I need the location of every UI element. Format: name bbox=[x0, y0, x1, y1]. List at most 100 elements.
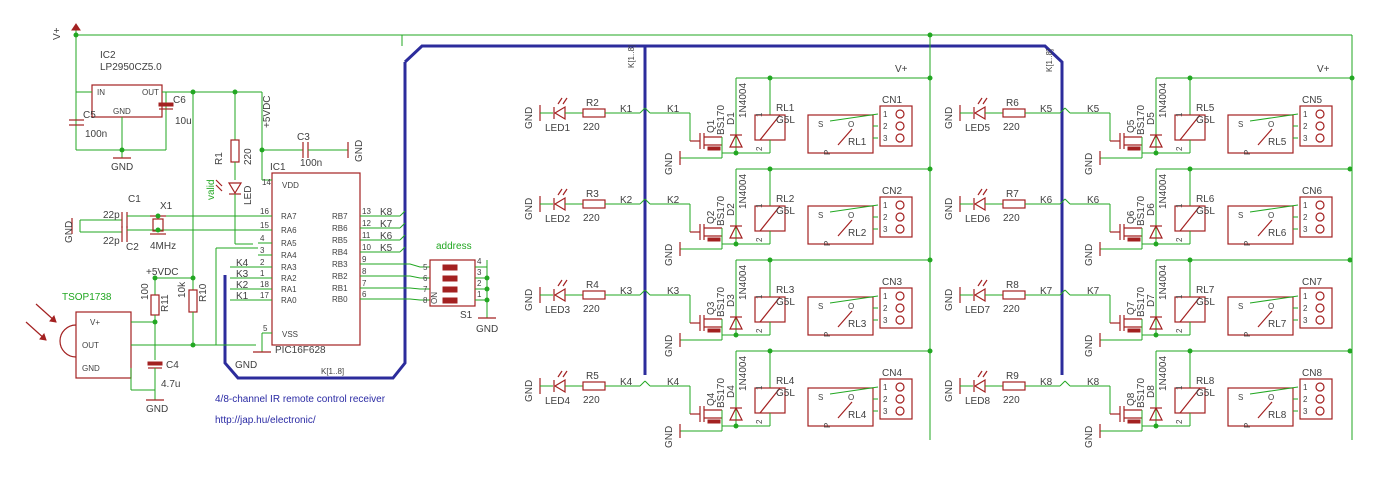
ic1-ref: IC1 bbox=[270, 162, 286, 173]
led-ray bbox=[982, 188, 988, 196]
led-ray bbox=[557, 97, 563, 105]
c4-val: 4.7u bbox=[161, 379, 180, 390]
diode-part: 1N4004 bbox=[1158, 174, 1169, 209]
led-ref: LED7 bbox=[965, 305, 990, 316]
mosfet-body bbox=[707, 146, 721, 151]
connector-pin-num: 2 bbox=[883, 395, 888, 404]
mcu-left-net-label: K1 bbox=[236, 291, 249, 302]
connector-pin bbox=[1315, 303, 1325, 313]
r1-valid-led bbox=[215, 92, 253, 245]
mcu-right-pin-name: RB6 bbox=[332, 224, 348, 233]
resistor-val: 220 bbox=[583, 213, 600, 224]
mcu-left-pin-num: 18 bbox=[260, 280, 269, 289]
mcu-left-pin-num: 1 bbox=[260, 269, 265, 278]
connector-ref: CN1 bbox=[882, 95, 902, 106]
relay-part: G5L bbox=[1196, 115, 1215, 126]
mcu-right-pin-num: 6 bbox=[362, 290, 367, 299]
x1-val: 4MHz bbox=[150, 241, 176, 252]
resistor-ref: R9 bbox=[1006, 371, 1019, 382]
diode-part: 1N4004 bbox=[738, 83, 749, 118]
wire bbox=[829, 113, 879, 122]
coil-pin2: 2 bbox=[1175, 419, 1184, 424]
resistor bbox=[1002, 108, 1026, 118]
junction bbox=[1153, 423, 1159, 429]
diode-body bbox=[729, 315, 743, 330]
net-label: K1 bbox=[620, 104, 633, 115]
bus-entry bbox=[1064, 107, 1071, 114]
connector-pin bbox=[1315, 200, 1325, 210]
relay-contact-ref: RL1 bbox=[848, 137, 867, 148]
connector bbox=[1299, 196, 1333, 238]
connector-pin-num: 2 bbox=[1303, 213, 1308, 222]
dip-ref: S1 bbox=[460, 310, 473, 321]
led-ref: LED4 bbox=[545, 396, 570, 407]
contact-arm bbox=[837, 128, 853, 146]
relay-ref: RL6 bbox=[1196, 194, 1215, 205]
mcu-left-pin-num: 4 bbox=[260, 234, 265, 243]
mosfet-part: BS170 bbox=[716, 287, 727, 317]
junction bbox=[927, 166, 933, 172]
connector bbox=[879, 287, 913, 329]
connector-pin-num: 2 bbox=[883, 304, 888, 313]
mcu-right-pin-num: 10 bbox=[362, 243, 371, 252]
resistor-ref: R4 bbox=[586, 280, 599, 291]
mcu-right-dip-wire bbox=[360, 298, 430, 301]
connector-pin-num: 3 bbox=[883, 134, 888, 143]
r10-val: 10k bbox=[177, 281, 188, 298]
regulator-ic2 bbox=[69, 84, 262, 159]
contact-o: O bbox=[1268, 211, 1274, 220]
junction bbox=[1153, 241, 1159, 247]
tsop-part: TSOP1738 bbox=[62, 292, 112, 303]
connector-pin bbox=[895, 382, 905, 392]
mosfet-part: BS170 bbox=[716, 105, 727, 135]
diode-ref: D4 bbox=[726, 385, 737, 398]
connector-ref: CN8 bbox=[1302, 368, 1322, 379]
mosfet-body bbox=[707, 237, 721, 242]
bus-label-left: K[1..8] bbox=[627, 45, 636, 68]
connector-pin bbox=[895, 212, 905, 222]
led-ray bbox=[557, 279, 563, 287]
dip-left-num: 7 bbox=[423, 285, 428, 294]
gnd-label: GND bbox=[664, 153, 675, 175]
bus-entry bbox=[644, 289, 651, 296]
bus-entry bbox=[644, 107, 651, 114]
relay-coil-diag bbox=[759, 296, 781, 323]
caption-url[interactable]: http://jap.hu/electronic/ bbox=[215, 415, 316, 426]
contact-o: O bbox=[848, 120, 854, 129]
resistor-ref: R8 bbox=[1006, 280, 1019, 291]
c3-ref: C3 bbox=[297, 132, 310, 143]
mcu-right-pin-name: RB1 bbox=[332, 284, 348, 293]
contact-arm bbox=[837, 219, 853, 237]
led-ray bbox=[562, 370, 568, 378]
relay-part: G5L bbox=[776, 115, 795, 126]
contact-arm bbox=[837, 401, 853, 419]
contact-s: S bbox=[818, 393, 823, 402]
relay-part: G5L bbox=[1196, 388, 1215, 399]
c2-val: 22p bbox=[103, 236, 120, 247]
net-label-right: K4 bbox=[667, 377, 680, 388]
diode-part: 1N4004 bbox=[738, 265, 749, 300]
resistor-val: 220 bbox=[1003, 304, 1020, 315]
diode-part: 1N4004 bbox=[738, 174, 749, 209]
mosfet-ref: Q8 bbox=[1126, 392, 1137, 406]
connector-pin-num: 3 bbox=[883, 316, 888, 325]
mcu-right-net-label: K5 bbox=[380, 243, 393, 254]
net-label-right: K2 bbox=[667, 195, 680, 206]
c6-ref: C6 bbox=[173, 95, 186, 106]
mcu-right-pin-name: RB3 bbox=[332, 260, 348, 269]
mcu-right-dip-wire bbox=[360, 287, 430, 290]
bus-entry bbox=[1059, 289, 1066, 296]
vdc-label-bottom: +5VDC bbox=[146, 267, 179, 278]
connector-pin-num: 3 bbox=[1303, 134, 1308, 143]
contact-o: O bbox=[848, 302, 854, 311]
relay-contacts bbox=[1227, 296, 1294, 336]
resistor bbox=[582, 290, 606, 300]
connector bbox=[879, 105, 913, 147]
contact-arm bbox=[837, 310, 853, 328]
c6-val: 10u bbox=[175, 116, 192, 127]
diode-body bbox=[1149, 224, 1163, 239]
relay-contact-ref: RL4 bbox=[848, 410, 867, 421]
